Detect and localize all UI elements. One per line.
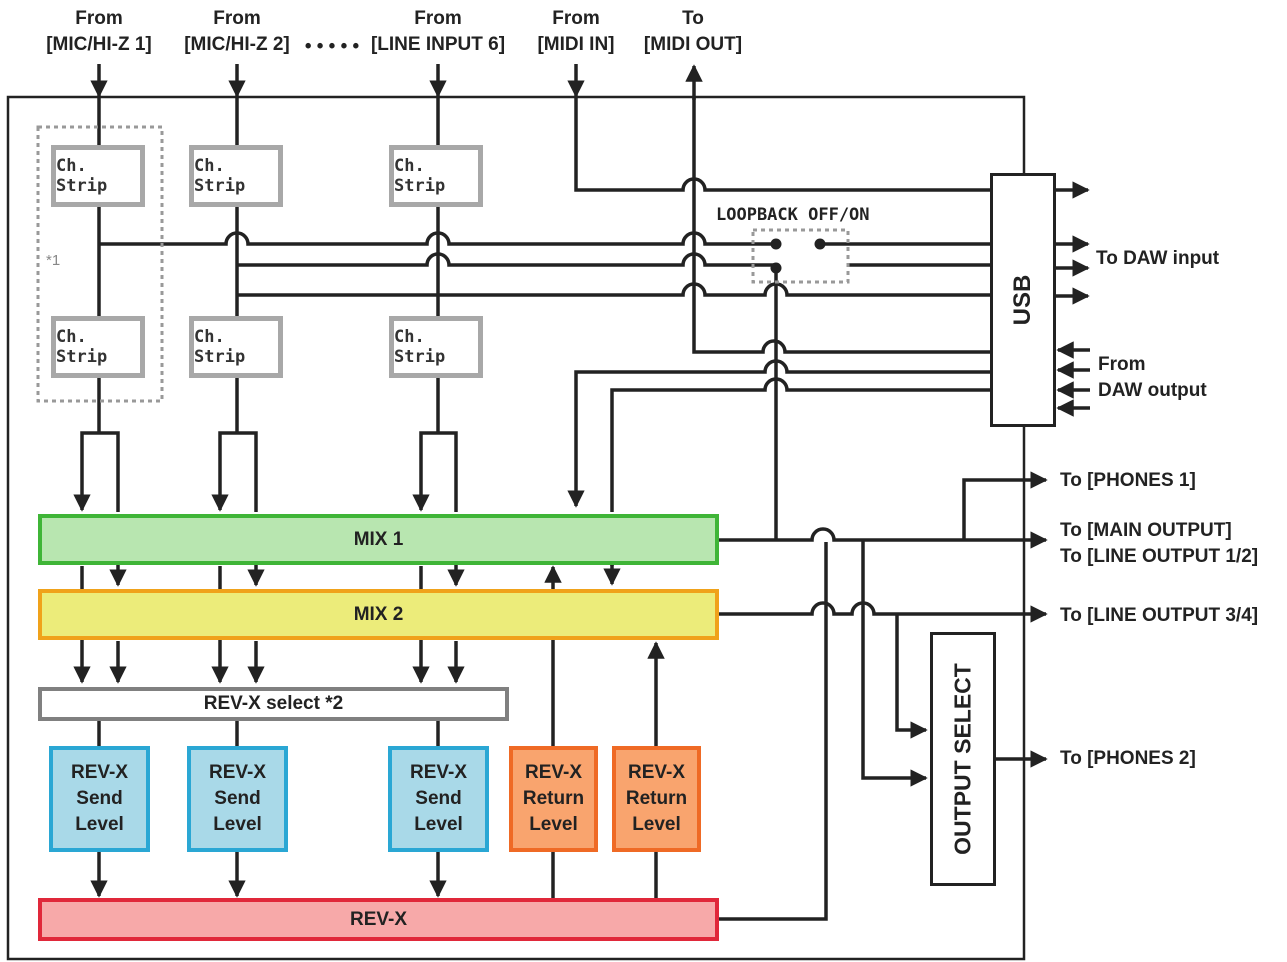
output-main-label: To [MAIN OUTPUT]: [1060, 520, 1232, 541]
usb-label: USB: [1009, 274, 1036, 326]
output-phones1-label: To [PHONES 1]: [1060, 470, 1196, 491]
output-select-block: OUTPUT SELECT: [930, 632, 996, 886]
usb-block: USB: [990, 173, 1056, 427]
daw-output-label: From DAW output: [1098, 354, 1207, 401]
revx-return-level-1: REV-X Return Level: [509, 746, 598, 852]
output-line34-label: To [LINE OUTPUT 3/4]: [1060, 605, 1259, 626]
output-line12-label: To [LINE OUTPUT 1/2]: [1060, 546, 1259, 567]
output-phones2-label: To [PHONES 2]: [1060, 748, 1196, 769]
revx-send-level-1: REV-X Send Level: [49, 746, 150, 852]
input-label-line6: From [LINE INPUT 6]: [370, 8, 506, 55]
loopback-switch-box: [751, 228, 850, 284]
channel-strip-6b: Ch. Strip: [389, 316, 483, 378]
channel-strip-2b: Ch. Strip: [189, 316, 283, 378]
channel-group-box: [36, 125, 164, 403]
mix1-bus: MIX 1: [38, 514, 719, 565]
input-label-mic2: From [MIC/HI-Z 2]: [184, 8, 290, 55]
loopback-label: LOOPBACK OFF/ON: [716, 205, 870, 225]
input-label-mic1: From [MIC/HI-Z 1]: [46, 8, 152, 55]
loopback-contact-left: [770, 238, 782, 250]
output-label-midi-out: To [MIDI OUT]: [643, 8, 743, 55]
revx-send-level-2: REV-X Send Level: [187, 746, 288, 852]
revx-send-level-6: REV-X Send Level: [388, 746, 489, 852]
loopback-contact-right: [814, 238, 826, 250]
note-1-marker: *1: [46, 252, 61, 269]
revx-return-level-2: REV-X Return Level: [612, 746, 701, 852]
loopback-common: [770, 262, 782, 274]
revx-bus: REV-X: [38, 898, 719, 941]
input-label-midi-in: From [MIDI IN]: [537, 8, 615, 55]
channel-strip-2a: Ch. Strip: [189, 145, 283, 207]
output-select-label: OUTPUT SELECT: [949, 663, 976, 855]
ellipsis-dots: • • • • •: [304, 36, 360, 57]
channel-strip-1a: Ch. Strip: [51, 145, 145, 207]
daw-input-label: To DAW input: [1096, 248, 1220, 269]
revx-select-block: REV-X select *2: [38, 687, 509, 721]
channel-strip-1b: Ch. Strip: [51, 316, 145, 378]
mix2-bus: MIX 2: [38, 589, 719, 640]
channel-strip-6a: Ch. Strip: [389, 145, 483, 207]
device-enclosure: [6, 95, 1026, 961]
